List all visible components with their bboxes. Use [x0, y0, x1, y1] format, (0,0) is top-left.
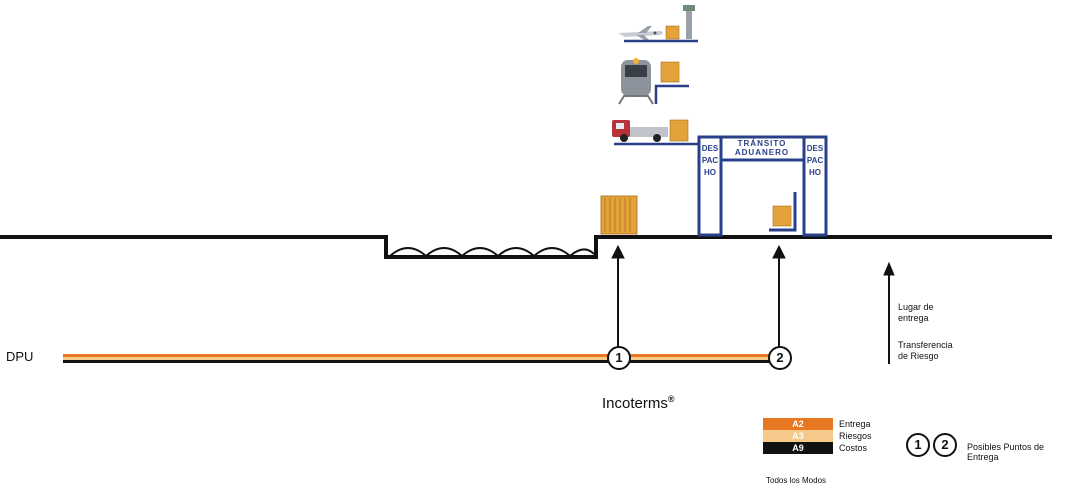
ground-line [0, 235, 1052, 259]
point-1-marker: 1 [607, 346, 631, 370]
water-waves [389, 247, 595, 258]
crate-forklift-icon [772, 205, 792, 227]
transit-line-2: ADUANERO [734, 148, 790, 157]
legend-a9-desc: Costos [839, 443, 868, 453]
place-of-delivery-label: Lugar de entrega [898, 302, 934, 323]
registered-mark: ® [667, 394, 675, 404]
despacho-left-label: DESPACHO [701, 144, 719, 177]
crate-plane-icon [665, 25, 680, 40]
legend-a2-desc: Entrega [839, 419, 871, 429]
legend-point-2: 2 [933, 433, 957, 457]
customs-structure [697, 135, 828, 237]
control-tower-icon [683, 5, 695, 39]
crate-train-icon [660, 61, 680, 83]
legend-a9-code: A9 [763, 442, 833, 454]
legend-point-1: 1 [906, 433, 930, 457]
despacho-right-label: DESPACHO [806, 144, 824, 177]
train-icon [618, 58, 654, 105]
point-2-marker: 2 [768, 346, 792, 370]
all-modes-label: Todos los Modos [766, 476, 827, 485]
legend-a3-code: A3 [763, 430, 833, 442]
transit-line-1: TRÁNSITO [737, 139, 787, 148]
incoterms-brand: Incoterms® [602, 394, 675, 412]
obligation-line [63, 354, 779, 363]
risk-transfer-label: Transferencia de Riesgo [898, 340, 953, 361]
possible-points-label: Posibles Puntos de Entrega [967, 442, 1045, 462]
arrow-point-1 [611, 244, 625, 348]
airplane-icon [618, 26, 663, 41]
arrow-point-2 [772, 244, 786, 348]
forklift-icon [769, 192, 797, 232]
truck-icon [612, 120, 668, 142]
transit-label: TRÁNSITO ADUANERO [722, 139, 802, 157]
crate-truck-icon [669, 119, 689, 142]
brand-text: Incoterms [602, 395, 668, 412]
container-icon [600, 195, 638, 235]
arrow-legend [883, 261, 895, 364]
legend-a2-code: A2 [763, 418, 833, 430]
rail-platform [654, 84, 689, 104]
legend-a3-desc: Riesgos [839, 431, 872, 441]
term-label: DPU [6, 349, 34, 364]
